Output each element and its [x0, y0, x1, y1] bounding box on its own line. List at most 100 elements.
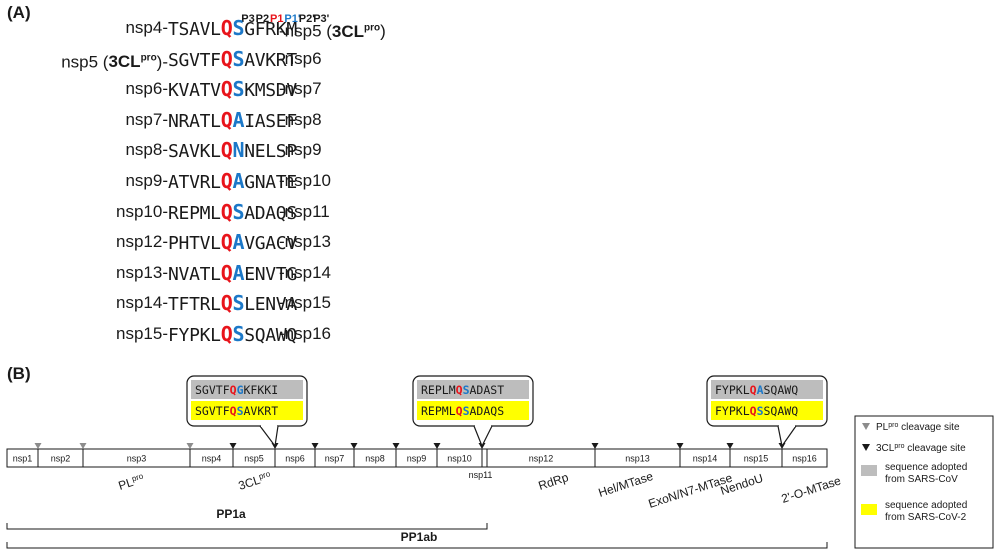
cleavage-sequence: SAVKLQNNELSP [168, 136, 297, 166]
sequence-upstream: REPLM [421, 383, 456, 397]
pp1ab-label: PP1ab [401, 530, 438, 544]
sequence-row: nsp8-SAVKLQNNELSP-nsp9 [0, 136, 560, 164]
domain-label-text: PL [117, 475, 136, 493]
sars-cov-2-sequence: REPMLQSADAQS [421, 404, 504, 418]
p1-prime-residue: G [237, 383, 244, 397]
p1-residue: Q [220, 77, 233, 102]
sequence-left-wrap: nsp14- [0, 289, 168, 317]
p1-residue: Q [220, 169, 233, 193]
sequence-upstream: FYPKL [715, 404, 750, 418]
cl3pro-cleavage-marker [229, 443, 237, 449]
genome-segment-nsp16 [781, 448, 828, 468]
sequence-left-wrap: nsp6- [0, 75, 168, 103]
downstream-protein-label: -nsp9 [279, 140, 322, 160]
downstream-protein-label: -nsp10 [279, 171, 331, 190]
genome-segment-nsp11 [481, 448, 488, 468]
segment-label-nsp4: nsp4 [202, 454, 222, 464]
segment-label-nsp7: nsp7 [325, 454, 345, 464]
upstream-protein-label: nsp7- [125, 109, 168, 129]
legend-grey-label-line1: sequence adopted [885, 462, 967, 473]
legend-yellow-label-line1: sequence adopted [885, 500, 967, 511]
cleavage-sequence: ATVRLQAGNATE [168, 167, 297, 197]
sars-cov-2-sequence: FYPKLQSSQAWQ [715, 404, 798, 418]
cl3pro-cleavage-marker [392, 443, 400, 449]
sequence-upstream: NRATL [168, 110, 221, 132]
p1-residue: Q [456, 404, 463, 418]
pp1a-bracket [6, 523, 488, 530]
callout-pointer [259, 425, 279, 448]
legend-yellow-label-line2: from SARS-CoV-2 [885, 512, 967, 523]
domain-label-superscript: pro [130, 471, 144, 483]
p1-residue: Q [230, 383, 237, 397]
segment-label-nsp3: nsp3 [127, 454, 147, 464]
upstream-protein-label: nsp6- [125, 79, 168, 99]
p1-prime-residue: S [232, 77, 245, 102]
domain-label-text: 2'-O-MTase [780, 473, 843, 505]
cleavage-sequence: NRATLQAIASEF [168, 106, 297, 136]
sequence-downstream: ENVTG [244, 263, 297, 285]
p1-prime-residue: S [463, 404, 470, 418]
segment-label-nsp11: nsp11 [469, 470, 493, 480]
p1-residue: Q [220, 46, 233, 71]
segment-label-nsp2: nsp2 [51, 454, 71, 464]
legend-plpro-marker [862, 423, 870, 430]
sequence-downstream: AVKRT [244, 49, 297, 71]
upstream-protein-label: nsp5 (3CLpro)- [61, 52, 168, 72]
upstream-protein-label: nsp15- [116, 324, 168, 343]
sequence-upstream: TFTRL [168, 294, 221, 316]
segment-label-nsp9: nsp9 [407, 454, 427, 464]
p1-prime-residue: A [757, 383, 764, 397]
p1-residue: Q [750, 404, 757, 418]
cl3pro-cleavage-marker [591, 443, 599, 449]
sequence-left-wrap: nsp15- [0, 320, 168, 348]
sequence-downstream: ADAQS [470, 404, 505, 418]
sequence-downstream: SQAWQ [244, 325, 297, 346]
sequence-upstream: PHTVL [168, 233, 221, 255]
sequence-row: nsp14-TFTRLQSLENVA-nsp15 [0, 289, 560, 317]
upstream-protein-label: nsp4- [125, 18, 168, 37]
position-label: P2 [255, 13, 270, 25]
domain-label-superscript: pro [257, 469, 271, 481]
p1-prime-residue: S [232, 291, 245, 316]
sars-cov-sequence: FYPKLQASQAWQ [715, 383, 798, 397]
cleavage-sequence: REPMLQSADAQS [168, 198, 297, 228]
protease-name: 3CLpro [108, 52, 157, 72]
p1-residue: Q [230, 404, 237, 418]
legend-superscript: pro [888, 422, 898, 429]
legend-yellow-swatch [861, 504, 877, 515]
sequence-row: nsp4-TSAVLQSGFRKM-nsp5 (3CLpro) [0, 14, 560, 42]
pp1ab-bracket [6, 542, 828, 549]
segment-label-nsp13: nsp13 [625, 454, 650, 464]
downstream-protein-label: -nsp16 [279, 324, 331, 343]
legend-plpro-label: PLpro cleavage site [876, 422, 960, 434]
cleavage-sequence: FYPKLQSSQAWQ [168, 320, 297, 350]
p1-prime-residue: A [232, 260, 245, 285]
sequence-row: nsp9-ATVRLQAGNATE-nsp10 [0, 167, 560, 195]
p1-residue: Q [220, 260, 233, 285]
cl3pro-cleavage-marker [350, 443, 358, 449]
cleavage-sequence: PHTVLQAVGACV [168, 228, 297, 258]
cleavage-sequence: SGVTFQSAVKRT [168, 45, 297, 75]
legend-grey-label-line2: from SARS-CoV [885, 474, 958, 485]
segment-label-nsp1: nsp1 [13, 454, 33, 464]
cl3pro-cleavage-marker [311, 443, 319, 449]
sequence-row: nsp5 (3CLpro)-SGVTFQSAVKRT-nsp6 [0, 45, 560, 73]
downstream-protein-label: -nsp7 [279, 79, 322, 99]
sequence-upstream: REPML [421, 404, 456, 418]
sars-cov-2-sequence: SGVTFQSAVKRT [195, 404, 278, 418]
downstream-protein-label: -nsp13 [279, 232, 331, 252]
segment-label-nsp14: nsp14 [693, 454, 718, 464]
p1-residue: Q [220, 291, 233, 316]
p1-prime-residue: S [232, 199, 245, 224]
p1-prime-residue: S [237, 404, 244, 418]
segment-label-nsp15: nsp15 [744, 454, 769, 464]
sequence-row: nsp13-NVATLQAENVTG-nsp14 [0, 259, 560, 287]
sequence-left-wrap: nsp13- [0, 259, 168, 287]
downstream-protein-label: -nsp11 [279, 201, 330, 221]
p1-residue: Q [220, 230, 233, 255]
sequence-upstream: FYPKL [168, 325, 221, 346]
downstream-protein-label: -nsp14 [279, 262, 331, 282]
cleavage-sequence: TFTRLQSLENVA [168, 289, 297, 319]
sars-cov-2-sequence-band [417, 401, 529, 420]
position-header: P3P2P1P1'P2'P3' [229, 1, 329, 37]
